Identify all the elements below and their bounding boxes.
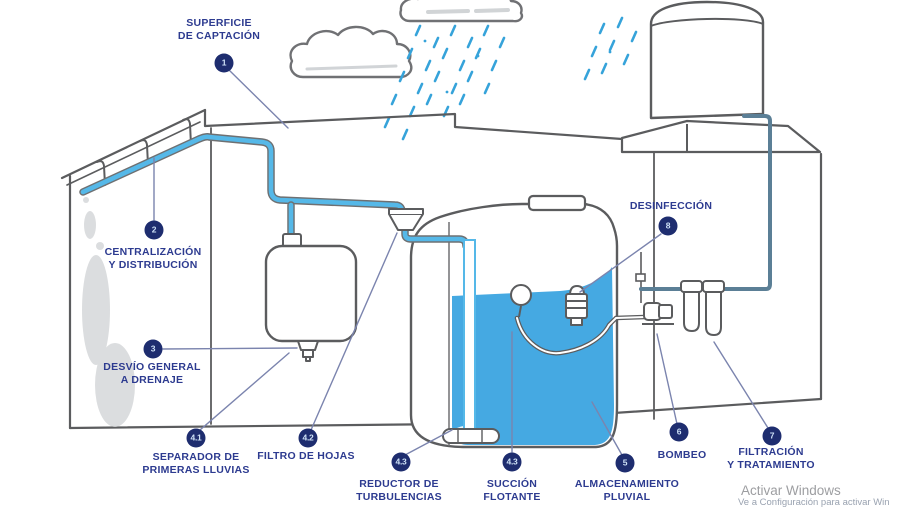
badge-7: 7: [762, 426, 782, 446]
float-ball: [510, 284, 532, 306]
drain-valve: [297, 340, 319, 362]
windows-activation-title: Activar Windows: [741, 483, 841, 498]
cloud-left: [289, 25, 413, 79]
turbulence-reducer-pipe: [463, 239, 476, 433]
rooftop-water-tank: [620, 0, 822, 154]
badge-4-3-reductor: 4.3: [391, 452, 411, 472]
pump: [642, 302, 674, 325]
tank-internals: [442, 239, 648, 444]
tank-pedestal: [620, 119, 822, 154]
badge-6: 6: [669, 422, 689, 442]
chlorinator-float: [565, 285, 588, 326]
leader-lines: [153, 69, 769, 456]
label-bombeo: BOMBEO: [657, 449, 707, 461]
windows-activation-subtitle: Ve a Configuración para activar Win: [738, 497, 890, 507]
turbulence-reducer-foot: [442, 428, 500, 444]
cistern-tank: [409, 194, 619, 449]
label-filtro-de-hojas: FILTRO DE HOJAS: [257, 450, 355, 462]
rain-drops: [383, 16, 638, 141]
first-flush-separator: [264, 233, 358, 362]
tank-lid: [527, 194, 587, 212]
badge-5: 5: [615, 453, 635, 473]
badge-3: 3: [143, 339, 163, 359]
gutter-hooks: [96, 118, 192, 186]
badge-2: 2: [144, 220, 164, 240]
leaf-filter-funnel: [388, 208, 424, 231]
treatment-filters: [680, 280, 725, 336]
label-desinfeccion: DESINFECCIÓN: [629, 200, 713, 212]
pump-circuit: [635, 114, 772, 336]
badge-4-1: 4.1: [186, 428, 206, 448]
badge-4-3-succion: 4.3: [502, 452, 522, 472]
badge-8: 8: [658, 216, 678, 236]
badge-4-2: 4.2: [298, 428, 318, 448]
riser-pipe: [639, 114, 772, 291]
badge-1: 1: [214, 53, 234, 73]
rain-clouds: [289, 0, 524, 79]
